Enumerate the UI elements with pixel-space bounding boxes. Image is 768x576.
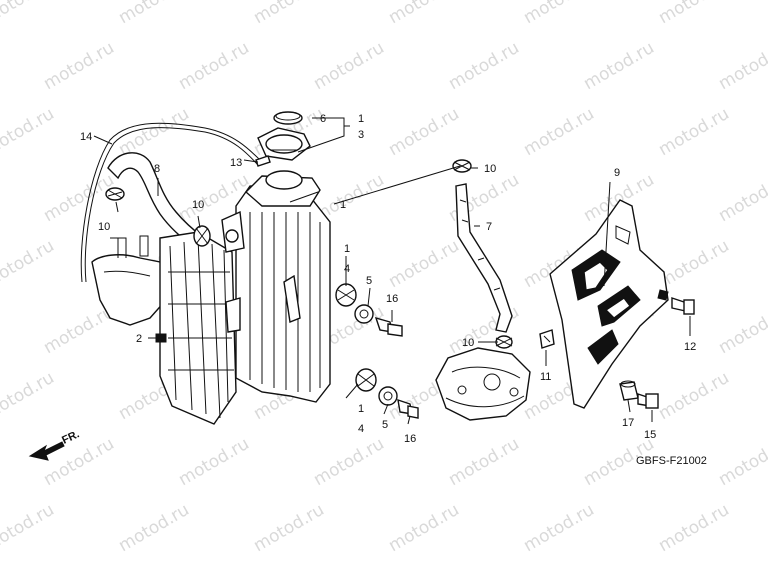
collar-17 [619, 380, 639, 401]
callout-14: 14 [80, 131, 92, 143]
callout-15: 15 [644, 429, 656, 441]
cap-seal-6 [273, 111, 303, 125]
grommet-4-low [355, 368, 377, 392]
callout-9: 9 [614, 167, 620, 179]
bolt-12 [671, 297, 695, 315]
front-marker-label: FR. [60, 428, 81, 446]
callout-4-low: 4 [358, 423, 364, 435]
callout-13: 13 [230, 157, 242, 169]
clamp-10-mid [193, 225, 211, 247]
callout-4-mid: 4 [344, 263, 350, 275]
bolt-15 [637, 393, 659, 409]
callout-10-mid: 10 [192, 199, 204, 211]
radiator-core-1 [221, 170, 331, 403]
breather-hose-7 [455, 183, 513, 333]
clamp-10-left [105, 187, 125, 201]
clamp-10-low [495, 335, 513, 349]
callout-1-top: 1 [340, 199, 346, 211]
front-arrow-icon [28, 441, 65, 461]
callout-16-low: 16 [404, 433, 416, 445]
callout-1-low: 1 [358, 403, 364, 415]
callout-5-mid: 5 [366, 275, 372, 287]
radiator-shroud-9 [549, 199, 669, 409]
bolt-16-mid [374, 316, 403, 337]
callout-12: 12 [684, 341, 696, 353]
radiator-cap-3 [257, 127, 311, 161]
hose-14 [80, 122, 263, 283]
callout-1-cap: 1 [358, 113, 364, 125]
collar-5-mid [354, 304, 374, 324]
callout-1-mid: 1 [344, 243, 350, 255]
callout-17: 17 [622, 417, 634, 429]
figure-code: GBFS-F21002 [636, 455, 707, 467]
callout-10-low: 10 [462, 337, 474, 349]
callout-16-mid: 16 [386, 293, 398, 305]
callout-7: 7 [486, 221, 492, 233]
callout-6: 6 [320, 113, 326, 125]
callout-10-upper-right: 10 [484, 163, 496, 175]
frame-shroud [91, 254, 167, 326]
front-direction-marker: FR. [28, 428, 81, 461]
clamp-10-upper-right [452, 159, 472, 173]
clip-13 [255, 155, 271, 167]
callout-8: 8 [154, 163, 160, 175]
cylinder-head [435, 347, 531, 421]
bolt-16-low [397, 398, 419, 419]
callout-11: 11 [540, 371, 551, 383]
callout-2: 2 [136, 333, 142, 345]
leader-lines [93, 117, 691, 425]
callout-3: 3 [358, 129, 364, 141]
clip-11 [539, 329, 555, 349]
callout-labels: 6 1 3 14 8 13 1 10 7 9 10 10 2 1 4 5 16 … [80, 113, 696, 445]
callout-10-left: 10 [98, 221, 110, 233]
radiator-louver-2 [159, 231, 237, 425]
grommet-4-mid [335, 283, 357, 307]
collar-5-low [378, 386, 398, 406]
callout-5-low: 5 [382, 419, 388, 431]
